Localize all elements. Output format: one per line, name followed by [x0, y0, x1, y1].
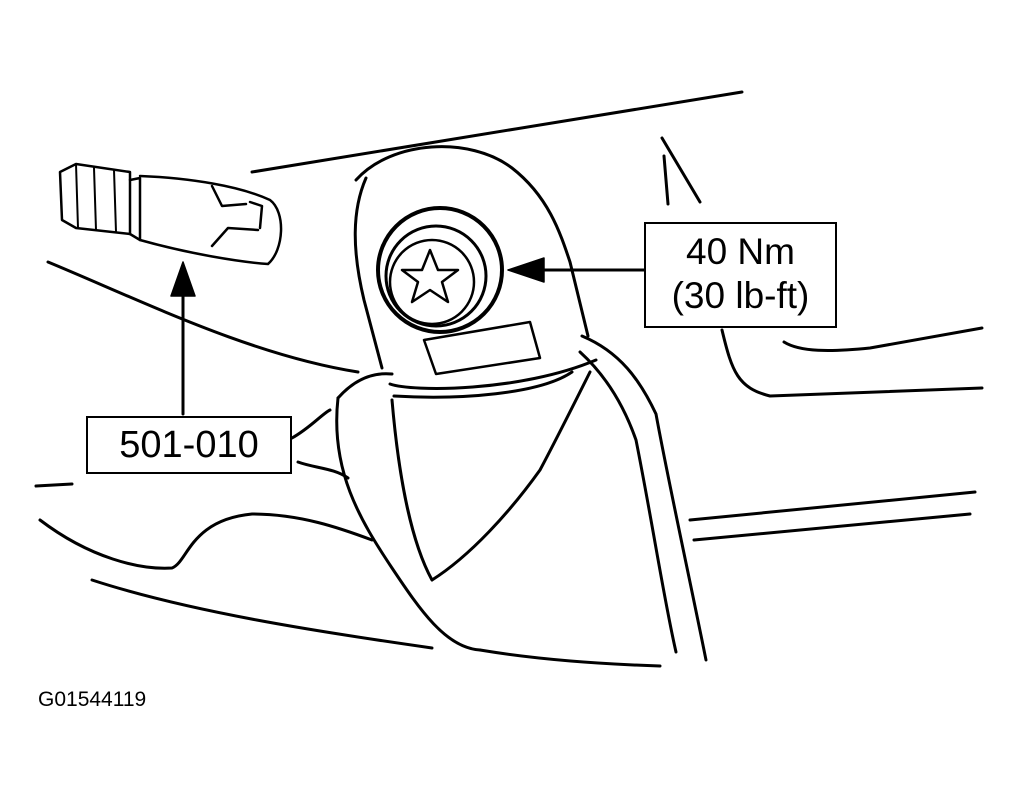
- torque-metric: 40 Nm: [686, 231, 795, 272]
- control-arm: [335, 145, 708, 668]
- torx-socket-bit-icon: [58, 162, 283, 266]
- torque-spec-label: 40 Nm (30 lb-ft): [644, 222, 837, 328]
- torx-star-icon: [400, 248, 460, 304]
- figure-id: G01544119: [38, 688, 147, 711]
- frame-lines: [34, 90, 984, 650]
- mounting-tab: [422, 320, 542, 376]
- tool-callout-arrow: [170, 261, 196, 416]
- torque-callout-arrow: [507, 257, 646, 283]
- tool-number-label: 501-010: [86, 416, 292, 474]
- bolt: [376, 206, 504, 334]
- torque-imperial: (30 lb-ft): [671, 275, 810, 316]
